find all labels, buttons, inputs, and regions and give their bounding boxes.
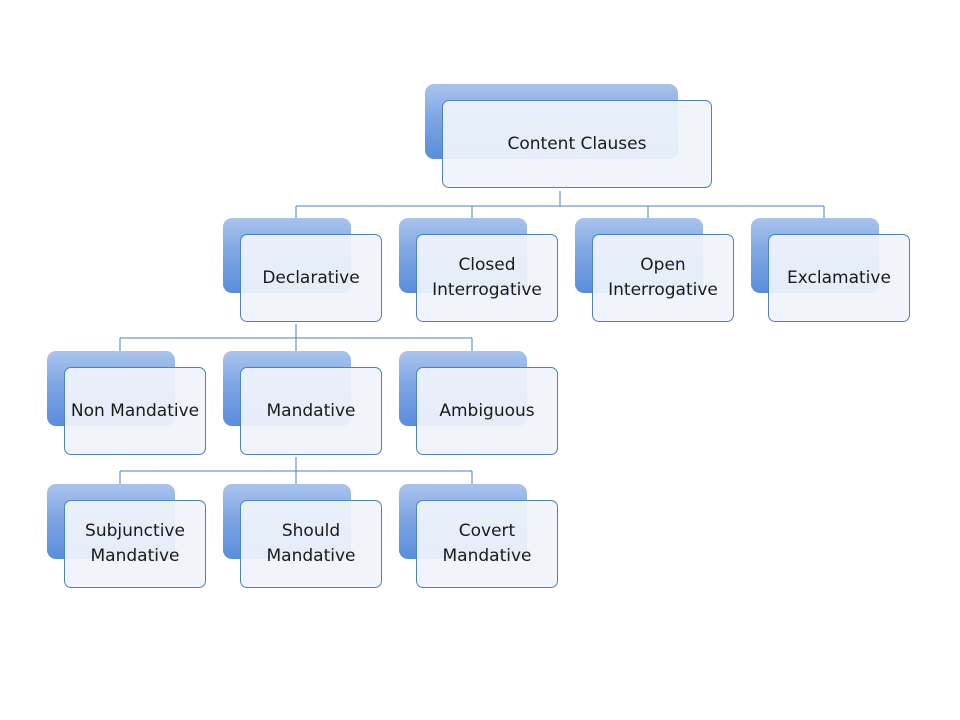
node-card: Content Clauses — [442, 100, 712, 188]
node-card: Covert Mandative — [416, 500, 558, 588]
node-content-clauses: Content Clauses — [425, 84, 712, 188]
node-card: Ambiguous — [416, 367, 558, 455]
node-open-interrogative: Open Interrogative — [575, 218, 734, 322]
node-label: Declarative — [262, 267, 360, 288]
node-card: Closed Interrogative — [416, 234, 558, 322]
node-exclamative: Exclamative — [751, 218, 910, 322]
node-declarative: Declarative — [223, 218, 382, 322]
node-label: Covert Mandative — [442, 521, 532, 566]
node-subjunctive-mandative: Subjunctive Mandative — [47, 484, 206, 588]
node-card: Open Interrogative — [592, 234, 734, 322]
node-card: Should Mandative — [240, 500, 382, 588]
node-card: Exclamative — [768, 234, 910, 322]
node-ambiguous: Ambiguous — [399, 351, 558, 455]
node-label: Content Clauses — [507, 133, 647, 154]
node-card: Mandative — [240, 367, 382, 455]
node-label: Mandative — [266, 400, 356, 421]
node-should-mandative: Should Mandative — [223, 484, 382, 588]
node-card: Non Mandative — [64, 367, 206, 455]
node-card: Subjunctive Mandative — [64, 500, 206, 588]
node-non-mandative: Non Mandative — [47, 351, 206, 455]
node-label: Exclamative — [787, 267, 891, 288]
node-label: Subjunctive Mandative — [85, 521, 185, 566]
node-label: Closed Interrogative — [432, 255, 542, 300]
node-covert-mandative: Covert Mandative — [399, 484, 558, 588]
node-mandative: Mandative — [223, 351, 382, 455]
node-card: Declarative — [240, 234, 382, 322]
node-label: Non Mandative — [70, 400, 200, 421]
node-closed-interrogative: Closed Interrogative — [399, 218, 558, 322]
node-label: Should Mandative — [266, 521, 356, 566]
node-label: Ambiguous — [439, 400, 535, 421]
node-label: Open Interrogative — [608, 255, 718, 300]
